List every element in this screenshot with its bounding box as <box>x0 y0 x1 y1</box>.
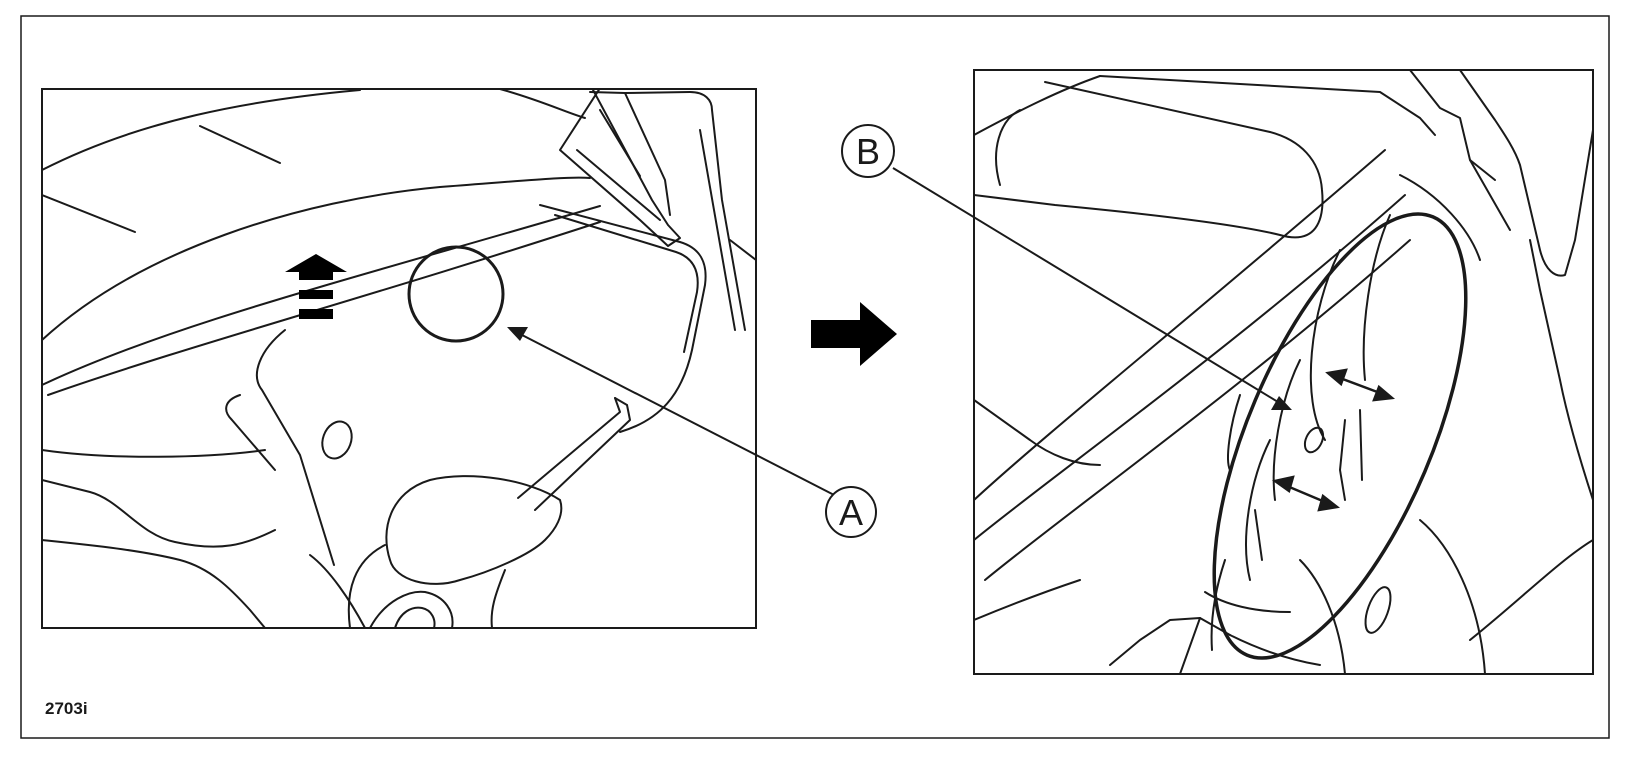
detail-ellipse-b <box>1212 212 1468 660</box>
detail-circle-a <box>407 245 505 343</box>
callout-a: A <box>825 486 877 538</box>
callout-a-label: A <box>839 492 863 533</box>
double-arrow-icon <box>1271 475 1340 512</box>
arrow-up-dashed-icon <box>285 254 347 319</box>
leader-line-a <box>507 327 839 498</box>
right-panel: B <box>841 69 1594 675</box>
left-panel: A <box>41 88 877 629</box>
leader-line-b <box>892 167 1292 410</box>
arrow-right-icon <box>811 302 897 366</box>
double-arrow-icon <box>1325 368 1396 402</box>
outer-frame <box>20 15 1610 739</box>
callout-b: B <box>841 124 895 178</box>
callout-b-label: B <box>856 131 880 172</box>
figure-reference: 2703i <box>45 699 88 718</box>
right-panel-frame <box>973 69 1594 675</box>
left-panel-frame <box>41 88 757 629</box>
